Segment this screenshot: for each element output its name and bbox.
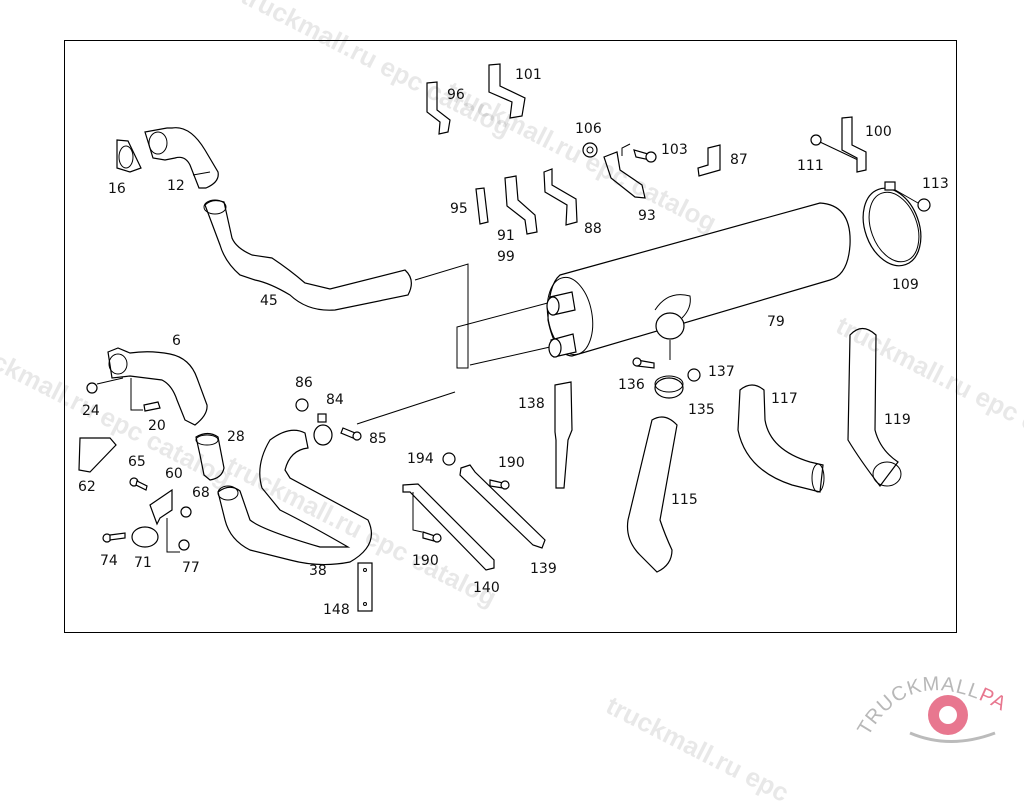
part-label-68[interactable]: 68 [192, 485, 210, 501]
part-62-bracket-plate[interactable] [78, 437, 117, 473]
part-label-84[interactable]: 84 [326, 392, 344, 408]
part-label-115[interactable]: 115 [671, 492, 698, 508]
part-6-front-pipe[interactable] [107, 347, 208, 426]
part-45-pipe[interactable] [203, 199, 412, 311]
part-190-bolt-upper[interactable] [489, 479, 510, 490]
part-28-sleeve[interactable] [195, 432, 225, 481]
part-label-93[interactable]: 93 [638, 208, 656, 224]
leader-line [356, 391, 456, 425]
part-label-140[interactable]: 140 [473, 580, 500, 596]
part-111-bolt[interactable] [810, 134, 859, 161]
part-label-74[interactable]: 74 [100, 553, 118, 569]
part-101-bracket[interactable] [488, 63, 526, 119]
part-label-45[interactable]: 45 [260, 293, 278, 309]
part-label-85[interactable]: 85 [369, 431, 387, 447]
part-86-nut[interactable] [295, 398, 309, 412]
part-label-65[interactable]: 65 [128, 454, 146, 470]
part-label-95[interactable]: 95 [450, 201, 468, 217]
part-label-86[interactable]: 86 [295, 375, 313, 391]
part-117-tailpipe[interactable] [737, 384, 825, 493]
part-12-elbow-pipe[interactable] [144, 127, 219, 189]
part-16-gasket[interactable] [116, 139, 142, 173]
part-140-strut[interactable] [402, 483, 495, 571]
part-label-194[interactable]: 194 [407, 451, 434, 467]
part-label-136[interactable]: 136 [618, 377, 645, 393]
part-137-nut[interactable] [687, 368, 701, 382]
part-label-138[interactable]: 138 [518, 396, 545, 412]
part-77-nut[interactable] [166, 518, 190, 553]
part-38-pipe[interactable] [217, 429, 372, 566]
part-label-91[interactable]: 91 [497, 228, 515, 244]
part-88-bracket[interactable] [543, 168, 578, 226]
part-label-79[interactable]: 79 [767, 314, 785, 330]
part-label-190b[interactable]: 190 [412, 553, 439, 569]
part-20-bolt[interactable] [143, 401, 161, 412]
part-label-87[interactable]: 87 [730, 152, 748, 168]
truckmall-parts-logo: TRUCKMALLPARTS [850, 655, 1010, 743]
part-label-190a[interactable]: 190 [498, 455, 525, 471]
part-label-99[interactable]: 99 [497, 249, 515, 265]
part-label-113[interactable]: 113 [922, 176, 949, 192]
gear-icon [928, 695, 968, 735]
part-103-bolt[interactable] [633, 149, 657, 163]
part-label-16[interactable]: 16 [108, 181, 126, 197]
part-24-nut[interactable] [86, 382, 98, 394]
part-label-103[interactable]: 103 [661, 142, 688, 158]
part-label-71[interactable]: 71 [134, 555, 152, 571]
part-84-clamp[interactable] [313, 413, 333, 446]
part-label-137[interactable]: 137 [708, 364, 735, 380]
part-60-bracket[interactable] [149, 488, 173, 526]
part-label-96[interactable]: 96 [447, 87, 465, 103]
part-106-nut[interactable] [582, 142, 598, 158]
part-85-bolt[interactable] [340, 427, 362, 441]
part-label-62[interactable]: 62 [78, 479, 96, 495]
part-194-nut[interactable] [442, 452, 456, 466]
part-label-119[interactable]: 119 [884, 412, 911, 428]
part-label-60[interactable]: 60 [165, 466, 183, 482]
part-label-139[interactable]: 139 [530, 561, 557, 577]
part-60-nut[interactable] [180, 506, 192, 518]
part-label-148[interactable]: 148 [323, 602, 350, 618]
exhaust-parts-drawing [78, 63, 931, 612]
leader-line [469, 346, 551, 366]
part-label-109[interactable]: 109 [892, 277, 919, 293]
part-87-bracket[interactable] [697, 144, 721, 177]
part-136-bolt[interactable] [632, 357, 655, 369]
part-label-38[interactable]: 38 [309, 563, 327, 579]
part-115-tailpipe[interactable] [626, 416, 678, 573]
part-119-tailpipe[interactable] [847, 327, 902, 487]
part-label-77[interactable]: 77 [182, 560, 200, 576]
part-148-plate[interactable] [357, 562, 373, 612]
part-label-20[interactable]: 20 [148, 418, 166, 434]
part-100-bracket[interactable] [841, 116, 867, 173]
part-label-28[interactable]: 28 [227, 429, 245, 445]
part-label-6[interactable]: 6 [172, 333, 181, 349]
part-label-101[interactable]: 101 [515, 67, 542, 83]
part-label-100[interactable]: 100 [865, 124, 892, 140]
part-93-bracket[interactable] [603, 143, 646, 199]
part-label-24[interactable]: 24 [82, 403, 100, 419]
part-65-bolt[interactable] [129, 477, 148, 491]
diagram-frame [64, 40, 957, 633]
svg-text:TRUCKMALLPARTS: TRUCKMALLPARTS [850, 655, 1010, 739]
part-96-bracket[interactable] [426, 81, 451, 135]
part-71-clamp[interactable] [131, 526, 159, 548]
part-91-bracket[interactable] [504, 175, 538, 235]
leader-line [414, 263, 560, 369]
part-74-bolt[interactable] [102, 532, 126, 543]
part-label-88[interactable]: 88 [584, 221, 602, 237]
part-135-clamp[interactable] [654, 375, 684, 399]
part-label-12[interactable]: 12 [167, 178, 185, 194]
part-139-strut[interactable] [459, 464, 546, 549]
part-label-106[interactable]: 106 [575, 121, 602, 137]
part-label-117[interactable]: 117 [771, 391, 798, 407]
leader-line [96, 377, 143, 411]
part-95-bracket[interactable] [475, 187, 489, 225]
part-138-hanger[interactable] [554, 381, 573, 489]
part-190-bolt-lower[interactable] [422, 531, 442, 543]
part-label-111[interactable]: 111 [797, 158, 824, 174]
part-109-clamp[interactable] [853, 180, 931, 274]
part-label-135[interactable]: 135 [688, 402, 715, 418]
part-79-muffler[interactable] [542, 202, 851, 358]
